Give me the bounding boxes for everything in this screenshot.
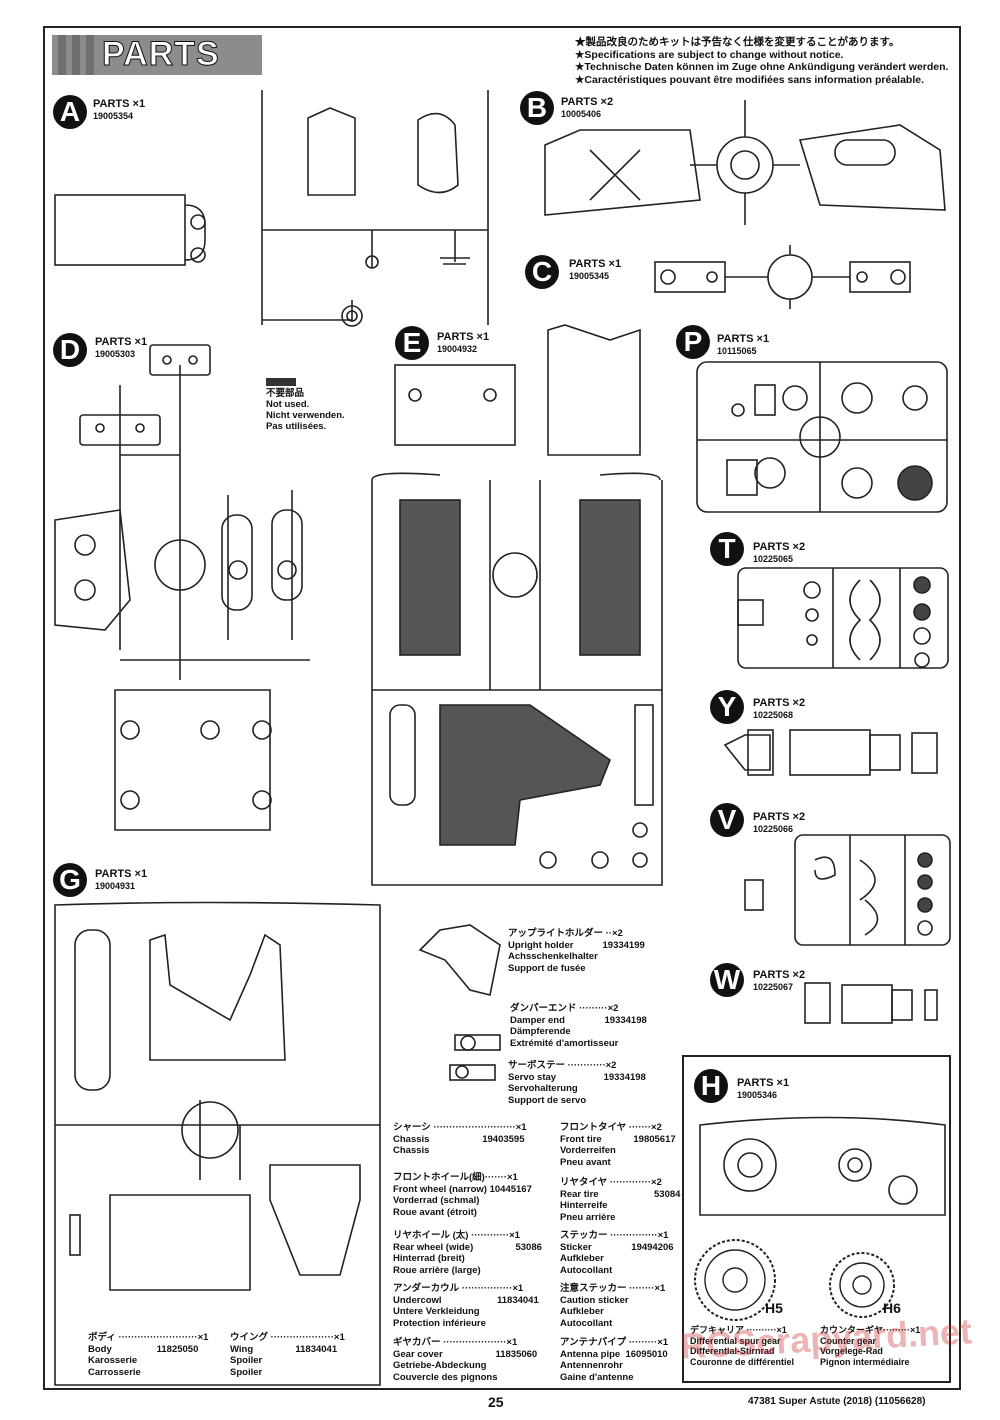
gear-h5-label: H5 bbox=[765, 1300, 783, 1316]
page-frame bbox=[43, 26, 961, 1390]
tree-b-badge: B bbox=[520, 91, 554, 125]
tree-h-box bbox=[682, 1055, 951, 1383]
gear-h6-label: H6 bbox=[883, 1300, 901, 1316]
page-number: 25 bbox=[488, 1394, 504, 1410]
note-de: ★Technische Daten können im Zuge ohne An… bbox=[575, 61, 949, 73]
tree-c-badge: C bbox=[525, 255, 559, 289]
note-fr: ★Caractéristiques pouvant être modifiées… bbox=[575, 73, 925, 86]
parts-banner: PARTS bbox=[52, 35, 262, 75]
model-label: 47381 Super Astute (2018) (11056628) bbox=[748, 1396, 926, 1407]
tree-e-badge: E bbox=[395, 326, 429, 360]
note-en: ★Specifications are subject to change wi… bbox=[575, 48, 844, 61]
not-used-note: 不要部品 Not used. Nicht verwenden. Pas util… bbox=[266, 378, 345, 432]
tree-g-badge: G bbox=[53, 863, 87, 897]
note-jp: ★製品改良のためキットは予告なく仕様を変更することがあります。 bbox=[575, 36, 900, 48]
spec-notes: ★製品改良のためキットは予告なく仕様を変更することがあります。 ★Specifi… bbox=[575, 36, 948, 86]
tree-a-badge: A bbox=[53, 95, 87, 129]
tree-p-badge: P bbox=[676, 325, 710, 359]
page-title: PARTS bbox=[102, 35, 220, 74]
tree-h-badge: H bbox=[694, 1069, 728, 1103]
tree-w-badge: W bbox=[710, 963, 744, 997]
tree-t-badge: T bbox=[710, 532, 744, 566]
tree-v-badge: V bbox=[710, 803, 744, 837]
tree-d-badge: D bbox=[53, 333, 87, 367]
tree-y-badge: Y bbox=[710, 690, 744, 724]
